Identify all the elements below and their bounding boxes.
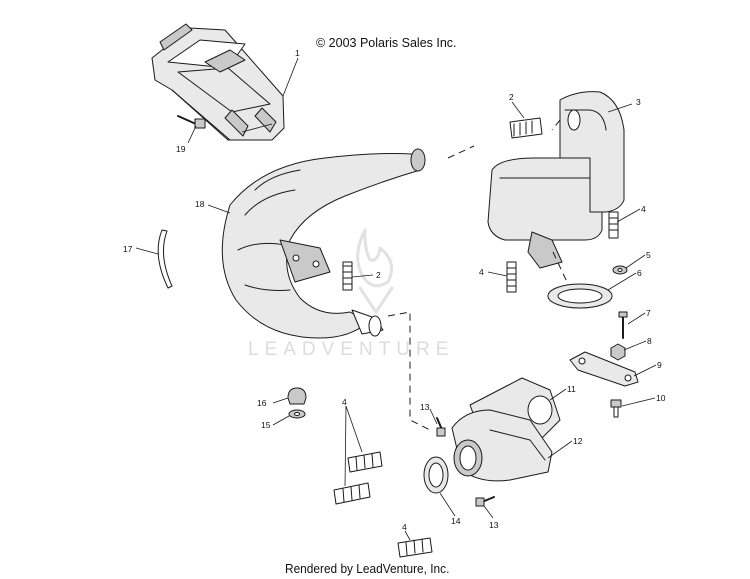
callout-9: 9: [657, 360, 662, 370]
part-spring-4-bottom[interactable]: [397, 537, 433, 558]
callout-4-lower: 4: [342, 397, 347, 407]
callout-labels: 1 2 2 3 4 4 4 4 5 6 7 8 9 10 11 12 13 13…: [123, 48, 666, 532]
part-spring-4-lower-a[interactable]: [347, 451, 383, 473]
part-bolt-19[interactable]: [177, 115, 206, 129]
part-washer-15[interactable]: [288, 409, 306, 419]
part-exhaust-pipe[interactable]: [221, 148, 426, 339]
callout-3: 3: [636, 97, 641, 107]
part-bolt-13-lower[interactable]: [475, 496, 495, 507]
callout-10: 10: [656, 393, 666, 403]
callout-4-center: 4: [479, 267, 484, 277]
part-strap-17[interactable]: [157, 229, 173, 289]
part-silencer[interactable]: [487, 91, 625, 269]
part-grommet-16[interactable]: [287, 387, 307, 405]
part-bracket-9[interactable]: [569, 351, 639, 387]
callout-4-right: 4: [641, 204, 646, 214]
part-gasket-14[interactable]: [423, 456, 449, 494]
callout-7: 7: [646, 308, 651, 318]
part-spring-2-middle[interactable]: [342, 261, 353, 291]
part-washer-5[interactable]: [612, 265, 628, 275]
callout-14: 14: [451, 516, 461, 526]
part-mounting-bracket[interactable]: [151, 23, 285, 141]
part-bolt-7[interactable]: [618, 311, 628, 339]
part-spring-2-upper[interactable]: [509, 117, 543, 139]
callout-16: 16: [257, 398, 267, 408]
watermark-logo: [356, 228, 394, 314]
part-spring-4-center[interactable]: [506, 261, 517, 293]
callout-15: 15: [261, 420, 271, 430]
part-bolt-13-upper[interactable]: [436, 417, 446, 437]
callout-17: 17: [123, 244, 133, 254]
callout-6: 6: [637, 268, 642, 278]
callout-13-upper: 13: [420, 402, 430, 412]
callout-4-bottom: 4: [402, 522, 407, 532]
callout-13-lower: 13: [489, 520, 499, 530]
part-spring-4-right[interactable]: [608, 211, 619, 239]
callout-8: 8: [647, 336, 652, 346]
part-nut-8[interactable]: [610, 343, 626, 361]
callout-19: 19: [176, 144, 186, 154]
part-gasket-6[interactable]: [547, 283, 613, 309]
assembly-lines: [387, 119, 568, 431]
callout-12: 12: [573, 436, 583, 446]
callout-1: 1: [295, 48, 300, 58]
footer-text: Rendered by LeadVenture, Inc.: [285, 562, 450, 576]
part-manifold-12[interactable]: [451, 409, 553, 482]
part-spring-4-lower-b[interactable]: [333, 482, 371, 505]
copyright-text: © 2003 Polaris Sales Inc.: [316, 36, 457, 50]
callout-2-middle: 2: [376, 270, 381, 280]
leader-lines: [135, 57, 657, 541]
part-bolt-10[interactable]: [610, 399, 622, 418]
callout-5: 5: [646, 250, 651, 260]
callout-2-upper: 2: [509, 92, 514, 102]
callout-11: 11: [567, 384, 576, 394]
watermark-text: LEADVENTURE: [248, 339, 455, 360]
callout-18: 18: [195, 199, 205, 209]
